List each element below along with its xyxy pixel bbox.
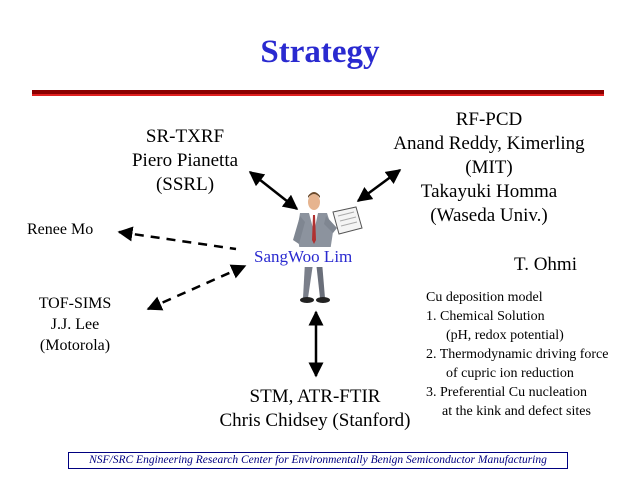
- renee-mo-label: Renee Mo: [27, 221, 94, 238]
- tof-sims-affiliation: (Motorola): [39, 337, 111, 354]
- sr-txrf-label: SR-TXRF Piero Pianetta (SSRL): [120, 125, 250, 197]
- homma-affiliation: (Waseda Univ.): [430, 205, 548, 226]
- cu-deposition-model: Cu deposition model 1. Chemical Solution…: [426, 288, 638, 421]
- stm-label: STM, ATR-FTIR Chris Chidsey (Stanford): [195, 385, 435, 433]
- tof-sims-technique: TOF-SIMS: [38, 295, 112, 312]
- stm-person: Chris Chidsey (Stanford): [219, 410, 411, 431]
- cu-model-item-3: 3. Preferential Cu nucleation: [426, 385, 587, 400]
- rf-pcd-label: RF-PCD Anand Reddy, Kimerling (MIT) Taka…: [374, 108, 604, 228]
- arrow-rf-pcd: [356, 168, 402, 203]
- cu-model-item-1: 1. Chemical Solution: [426, 309, 545, 324]
- slide-title: Strategy: [260, 34, 380, 70]
- arrow-sr-txrf: [248, 171, 299, 210]
- rf-pcd-technique: RF-PCD: [455, 109, 523, 130]
- cu-model-item-1-detail: (pH, redox potential): [446, 328, 564, 343]
- rf-pcd-people: Anand Reddy, Kimerling: [393, 133, 585, 154]
- tof-sims-label: TOF-SIMS J.J. Lee (Motorola): [25, 293, 125, 356]
- title-rule: [32, 94, 604, 96]
- cu-model-item-2-detail: of cupric ion reduction: [446, 366, 574, 381]
- arrow-renee-mo: [117, 226, 237, 251]
- center-person-name: SangWoo Lim: [254, 247, 353, 267]
- sr-txrf-affiliation: (SSRL): [155, 174, 215, 195]
- sr-txrf-technique: SR-TXRF: [145, 126, 225, 147]
- sr-txrf-person: Piero Pianetta: [131, 150, 239, 171]
- homma-person: Takayuki Homma: [420, 181, 558, 202]
- tof-sims-person: J.J. Lee: [50, 316, 100, 333]
- cu-model-item-2: 2. Thermodynamic driving force: [426, 347, 609, 362]
- stm-technique: STM, ATR-FTIR: [249, 386, 381, 407]
- cu-model-heading: Cu deposition model: [426, 290, 543, 305]
- title-rule-shadow: [32, 90, 604, 94]
- ohmi-label: T. Ohmi: [514, 254, 577, 275]
- footer-banner: NSF/SRC Engineering Research Center for …: [68, 452, 568, 469]
- rf-pcd-affiliation: (MIT): [465, 157, 513, 178]
- arrow-tof-sims: [146, 264, 247, 311]
- cu-model-item-3-detail: at the kink and defect sites: [442, 404, 591, 419]
